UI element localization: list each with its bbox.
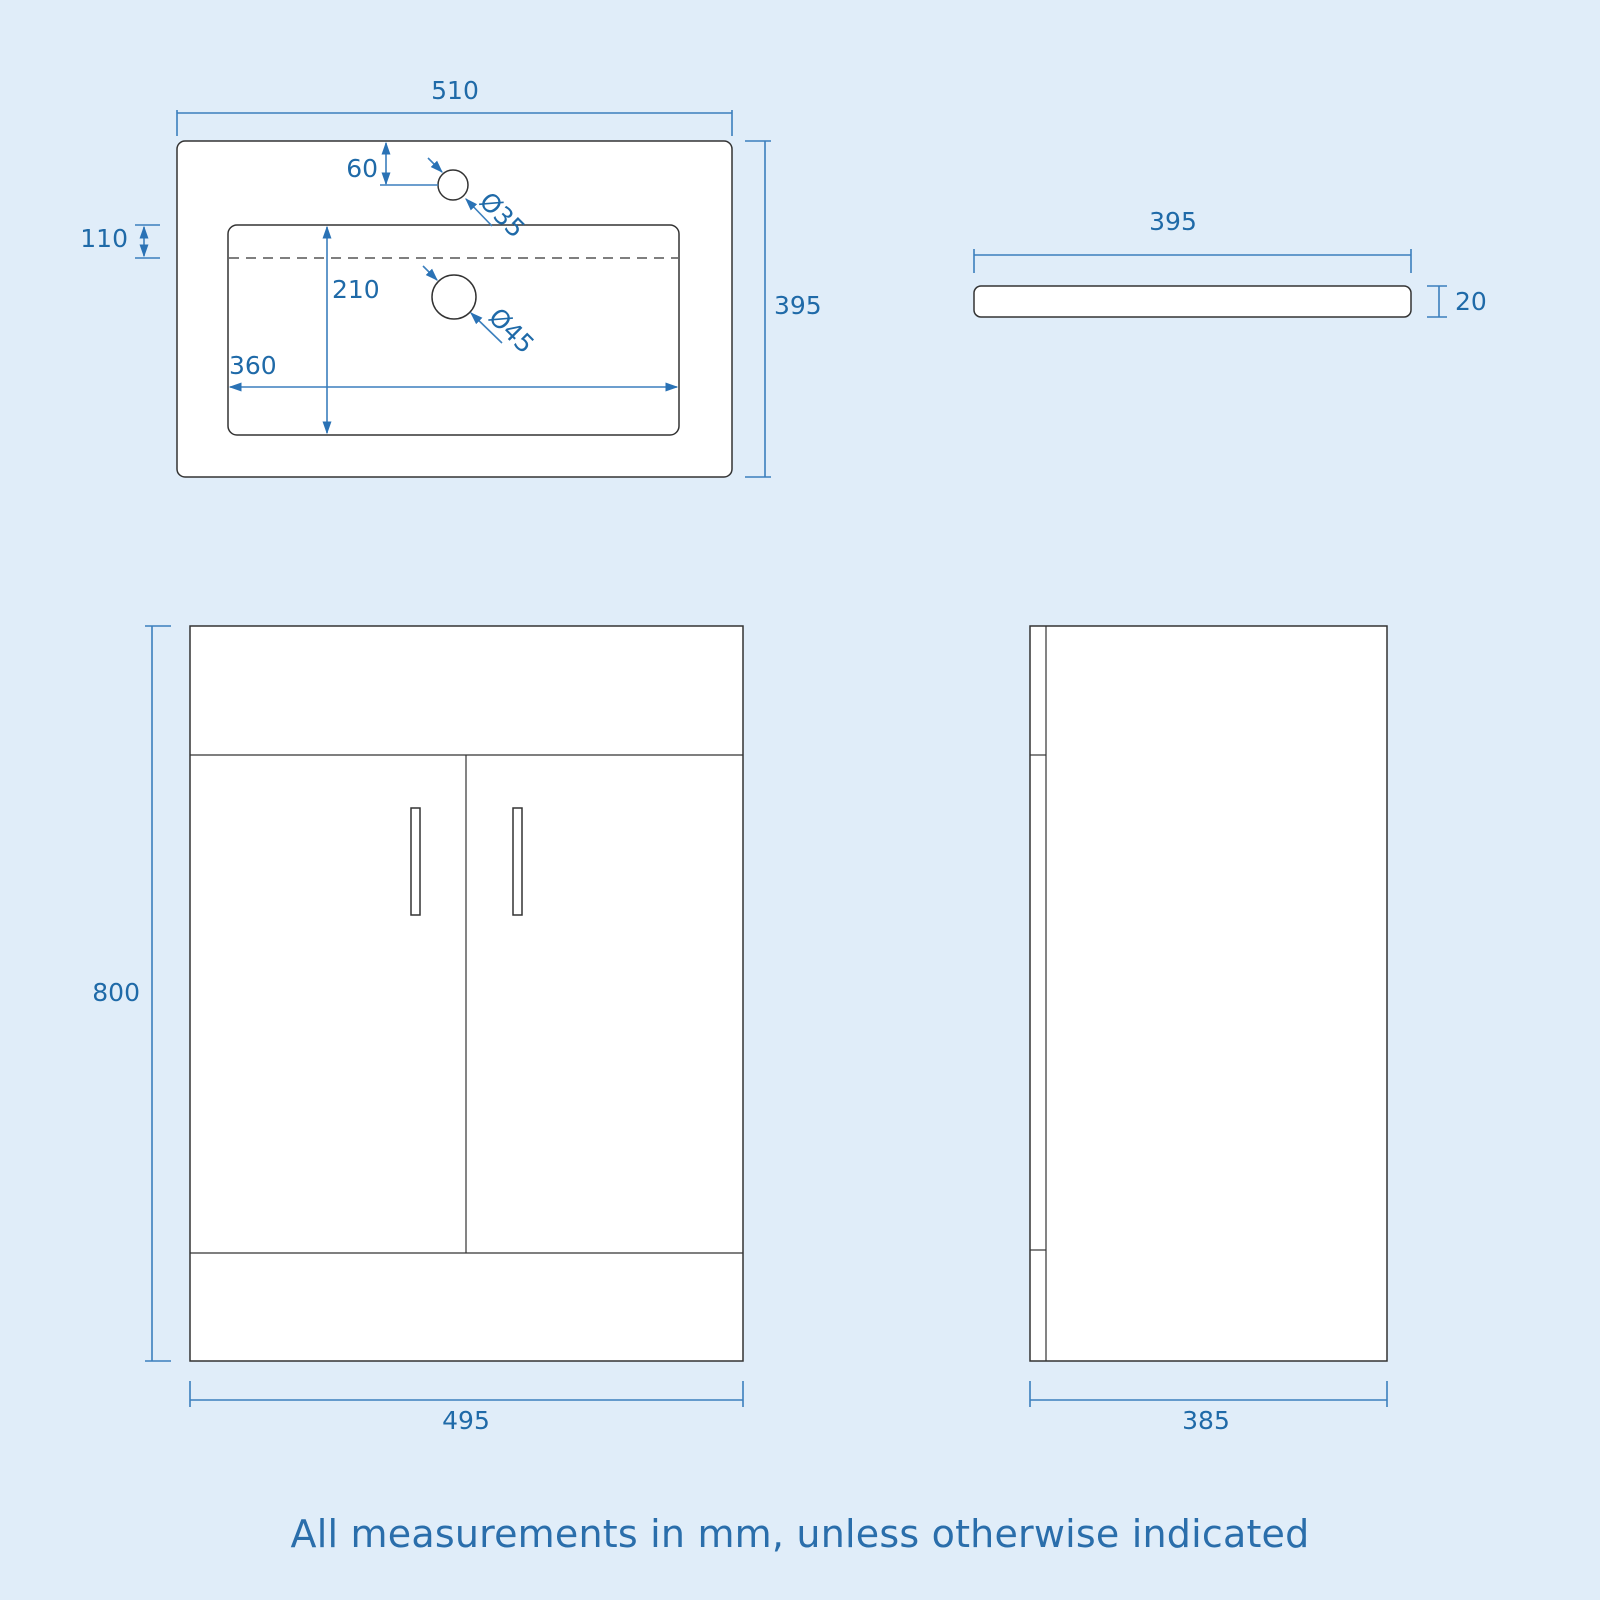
bowl-width-label: 360 [229, 351, 277, 380]
basin-top-view [135, 110, 771, 478]
cabinet-height-label: 800 [92, 978, 140, 1007]
cabinet-width-label: 495 [442, 1406, 490, 1435]
cabinet-side-outline [1029, 625, 1388, 1362]
basin-depth-label: 395 [774, 291, 822, 320]
bowl-depth-label: 210 [332, 275, 380, 304]
units-note: All measurements in mm, unless otherwise… [290, 1512, 1310, 1556]
waste-hole [431, 274, 477, 320]
basin-width-label: 510 [431, 76, 479, 105]
side-thickness-label: 20 [1455, 287, 1487, 316]
left-door-handle [410, 807, 421, 916]
tap-offset-label: 60 [346, 154, 378, 183]
cabinet-front-view [145, 625, 744, 1407]
waste-dia-leader [470, 312, 503, 344]
tap-dia-leader [427, 157, 443, 173]
overflow-offset-label: 110 [80, 224, 128, 253]
basin-side-view [973, 249, 1447, 318]
waste-dia-leader [422, 265, 438, 281]
basin-side-outline [973, 285, 1412, 318]
right-door-handle [512, 807, 523, 916]
bowl-outline [227, 224, 680, 436]
cabinet-depth-label: 385 [1182, 1406, 1230, 1435]
cabinet-side-view [1029, 625, 1388, 1407]
side-length-label: 395 [1149, 207, 1197, 236]
tap-dia-leader [465, 198, 493, 227]
tap-hole [437, 169, 469, 201]
